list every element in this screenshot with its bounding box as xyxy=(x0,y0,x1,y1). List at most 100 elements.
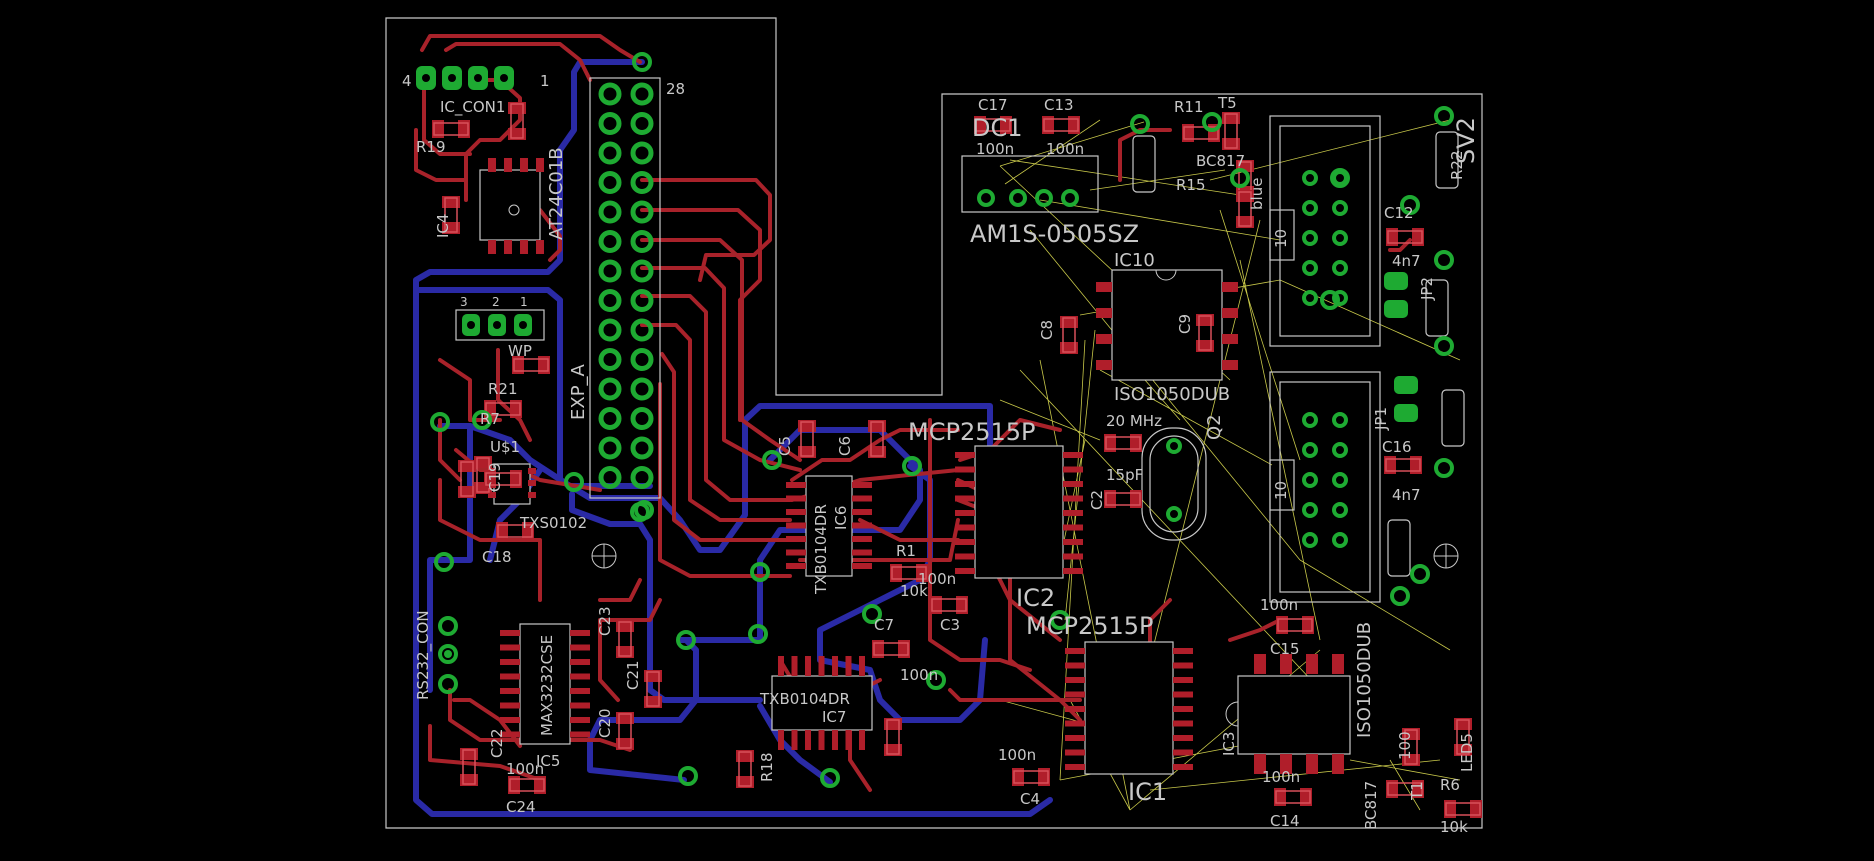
vias xyxy=(430,52,1454,788)
label-blue: blue xyxy=(1248,178,1266,210)
label-c9: C9 xyxy=(1176,314,1194,334)
ic2-mcp2515[interactable] xyxy=(955,445,1083,579)
label-4n7a: 4n7 xyxy=(1392,252,1421,270)
silkscreen-labels: AM1S-0505SZ DC1 IC10 ISO1050DUB MCP2515P… xyxy=(402,72,1480,836)
label-c19: C19 xyxy=(486,462,504,492)
label-ic6: IC6 xyxy=(832,506,850,530)
label-c8: C8 xyxy=(1038,320,1056,340)
label-c5: C5 xyxy=(776,436,794,456)
label-c15: C15 xyxy=(1270,640,1300,658)
label-c23: C23 xyxy=(596,606,614,636)
label-iso2: ISO1050DUB xyxy=(1354,622,1375,738)
label-led5: LED5 xyxy=(1458,733,1476,772)
label-c20: C20 xyxy=(596,708,614,738)
label-q2: Q2 xyxy=(1204,414,1225,440)
label-c24: C24 xyxy=(506,798,536,816)
label-c13: C13 xyxy=(1044,96,1074,114)
label-r7: R7 xyxy=(480,410,500,428)
ic4-at24c01b[interactable] xyxy=(479,158,544,254)
label-10b: 10 xyxy=(1272,481,1290,500)
label-28: 28 xyxy=(666,80,685,98)
label-r15: R15 xyxy=(1176,176,1206,194)
label-c2: C2 xyxy=(1088,490,1106,510)
label-100n-c7: 100n xyxy=(900,666,938,684)
ic5-max3232cse[interactable] xyxy=(500,623,590,745)
label-c3: C3 xyxy=(940,616,960,634)
label-mcp-bot: MCP2515P xyxy=(1026,612,1154,640)
label-mcp-top: MCP2515P xyxy=(908,418,1036,446)
wp-jumper[interactable] xyxy=(455,309,545,341)
label-r21: R21 xyxy=(488,380,518,398)
label-jp1: JP1 xyxy=(1372,407,1390,431)
label-r1: R1 xyxy=(896,542,916,560)
label-100n-c13: 100n xyxy=(1046,140,1084,158)
label-t1: T1 xyxy=(1408,781,1426,801)
label-c6: C6 xyxy=(836,436,854,456)
label-ic10: IC10 xyxy=(1114,250,1155,271)
label-iso1: ISO1050DUB xyxy=(1114,384,1230,405)
label-100n-c17: 100n xyxy=(976,140,1014,158)
label-100n-c3: 100n xyxy=(918,570,956,588)
dc1-am1s-module[interactable] xyxy=(961,155,1099,213)
label-ic3: IC3 xyxy=(1220,732,1238,756)
ic3-iso1050dub[interactable] xyxy=(1225,654,1351,774)
label-max: MAX3232CSE xyxy=(538,635,556,736)
label-c21: C21 xyxy=(624,660,642,690)
ic-con1-connector[interactable] xyxy=(416,66,514,90)
label-10k-r6: 10k xyxy=(1440,818,1468,836)
label-dc1: DC1 xyxy=(972,114,1023,142)
label-wp: WP xyxy=(508,342,532,360)
label-bc817b: BC817 xyxy=(1362,781,1380,830)
label-at24: AT24C01B xyxy=(546,147,567,240)
label-r18: R18 xyxy=(758,752,776,782)
ic10-iso1050[interactable] xyxy=(1096,269,1238,381)
label-wp2: 2 xyxy=(492,295,500,309)
label-100n-c15: 100n xyxy=(1260,596,1298,614)
label-100n-c4: 100n xyxy=(998,746,1036,764)
label-15pf: 15pF xyxy=(1106,466,1143,484)
smd-passives[interactable] xyxy=(432,102,1482,818)
ic6-txb0104dr[interactable] xyxy=(786,475,872,577)
label-100n-c24: 100n xyxy=(506,760,544,778)
label-ic7: IC7 xyxy=(822,708,846,726)
exp-a-connector[interactable] xyxy=(589,77,661,499)
label-pin4: 4 xyxy=(402,72,412,90)
label-jp2: JP2 xyxy=(1418,277,1436,301)
label-t5: T5 xyxy=(1217,94,1237,112)
jp2-jumper[interactable] xyxy=(1384,272,1408,318)
board-outline xyxy=(385,17,1483,829)
label-bc817: BC817 xyxy=(1196,152,1245,170)
label-20mhz: 20 MHz xyxy=(1106,412,1162,430)
mounting-holes xyxy=(591,543,1459,569)
label-100: 100 xyxy=(1396,731,1414,760)
label-10k-r1: 10k xyxy=(900,582,928,600)
q2-crystal[interactable] xyxy=(1141,427,1207,541)
ic7-txb0104dr[interactable] xyxy=(771,656,873,750)
jp1-jumper[interactable] xyxy=(1394,376,1418,422)
label-wp1: 1 xyxy=(520,295,528,309)
resistors-vertical[interactable] xyxy=(1132,131,1465,577)
label-ic2: IC2 xyxy=(1016,584,1055,612)
label-c18: C18 xyxy=(482,548,512,566)
label-r6: R6 xyxy=(1440,776,1460,794)
label-c16: C16 xyxy=(1382,438,1412,456)
label-ic-con: IC_CON1 xyxy=(440,98,505,117)
label-c7: C7 xyxy=(874,616,894,634)
label-wp3: 3 xyxy=(460,295,468,309)
rs232-connector[interactable] xyxy=(438,616,458,694)
label-100n-c14: 100n xyxy=(1262,768,1300,786)
label-am1s: AM1S-0505SZ xyxy=(970,220,1139,248)
label-c17: C17 xyxy=(978,96,1008,114)
label-r22: R22 xyxy=(1448,150,1466,180)
label-c12: C12 xyxy=(1384,204,1414,222)
label-txb2: TXB0104DR xyxy=(759,690,850,708)
label-txs: TXS0102 xyxy=(519,514,587,532)
ic1-mcp2515[interactable] xyxy=(1065,641,1193,775)
label-10a: 10 xyxy=(1272,229,1290,248)
label-ic4: IC4 xyxy=(434,214,452,238)
label-ic1: IC1 xyxy=(1128,778,1167,806)
label-rs232: RS232_CON xyxy=(414,610,433,700)
label-c22: C22 xyxy=(488,728,506,758)
sv1-connector[interactable] xyxy=(1269,371,1381,603)
